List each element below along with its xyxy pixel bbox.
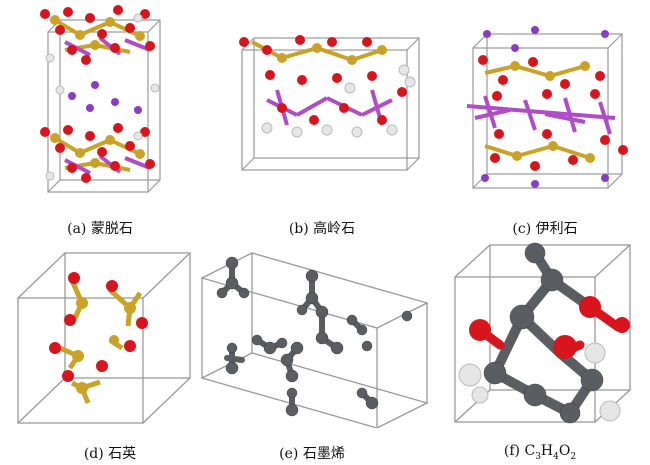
caption-f-h: H: [540, 443, 554, 459]
caption-f-sub2: 4: [553, 451, 559, 462]
illite-structure: [466, 26, 628, 189]
caption-f-prefix: (f) C: [503, 443, 536, 459]
panel-f-c3h4o2: [440, 235, 640, 435]
quartz-structure: [17, 252, 191, 424]
caption-f-sub3: 2: [570, 451, 577, 462]
caption-e: (e) 石墨烯: [279, 446, 345, 462]
kaolinite-structure: [239, 35, 420, 171]
caption-f-sub1: 3: [535, 451, 541, 462]
caption-f-o: O: [558, 443, 571, 459]
caption-c: (c) 伊利石: [512, 221, 578, 237]
panel-c-illite: [455, 18, 650, 198]
caption-a: (a) 蒙脱石: [67, 221, 133, 237]
panel-d-quartz: [10, 248, 210, 428]
caption-f: (f) C3H4O2: [440, 443, 640, 462]
caption-b: (b) 高岭石: [288, 221, 356, 237]
panel-b-kaolinite: [232, 20, 432, 180]
c3h4o2-structure: [454, 242, 631, 424]
panel-e-graphene: [192, 248, 429, 428]
panel-a-montmorillonite: [20, 0, 220, 210]
graphene-structure: [200, 252, 429, 428]
montmorillonite-structure: [38, 5, 161, 193]
caption-d: (d) 石英: [83, 446, 137, 462]
